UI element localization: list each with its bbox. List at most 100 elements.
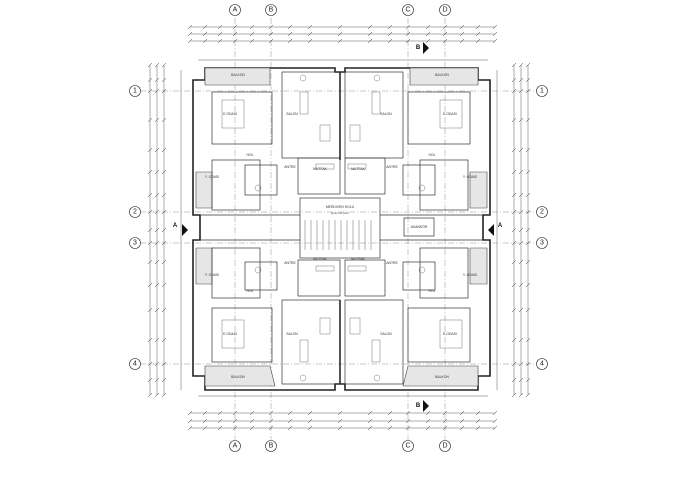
table-round-br: [373, 374, 381, 382]
dimension-tick: [161, 377, 167, 383]
axis-label-right-2: 2: [540, 209, 544, 216]
dimension-tick: [367, 24, 373, 30]
dimension-tick: [525, 209, 531, 215]
label-merdiven: MERDIVEN HOLÜ: [326, 205, 355, 209]
dimension-tick: [492, 38, 498, 44]
dimension-tick: [525, 240, 531, 246]
toilet-tr: [418, 184, 426, 192]
dimension-tick: [307, 38, 313, 44]
dimension-tick: [147, 88, 153, 94]
axis-label-left-2: 2: [133, 209, 137, 216]
section-a-right-arrow: [488, 224, 494, 236]
dimension-tick: [287, 31, 293, 37]
label-ebeveyn-tr: E.ODASI: [443, 112, 457, 116]
dining-table-bl: [319, 317, 331, 335]
dimension-tick: [154, 392, 160, 398]
label-yatak-tr: Y. ODASI: [463, 175, 477, 179]
label-mutfak-br: MUTFAK: [351, 257, 365, 261]
dimension-tick: [518, 307, 524, 313]
dimension-tick: [147, 377, 153, 383]
dimension-tick: [425, 31, 431, 37]
dimension-tick: [268, 31, 274, 37]
dimension-tick: [147, 227, 153, 233]
dimension-tick: [161, 392, 167, 398]
sofa-tl: [299, 91, 309, 115]
label-salon-tr: SALON: [380, 112, 392, 116]
dimension-tick: [268, 418, 274, 424]
dimension-tick: [161, 227, 167, 233]
dimension-tick: [511, 169, 517, 175]
kitchen-counter-bl: [315, 265, 335, 272]
dimension-tick: [387, 31, 393, 37]
furniture: [221, 74, 463, 382]
dimension-tick: [518, 227, 524, 233]
dimension-tick: [147, 169, 153, 175]
dimension-tick: [187, 31, 193, 37]
toilet-tl: [254, 184, 262, 192]
sofa-br: [371, 339, 381, 363]
dimension-tick: [217, 410, 223, 416]
dimension-tick: [459, 410, 465, 416]
dimension-tick: [442, 425, 448, 431]
dimension-tick: [511, 392, 517, 398]
dimension-tick: [268, 24, 274, 30]
axis-label-left-1: 1: [133, 88, 137, 95]
dimension-tick: [442, 31, 448, 37]
dimension-tick: [405, 38, 411, 44]
dimension-tick: [202, 24, 208, 30]
dimension-tick: [249, 31, 255, 37]
dimension-tick: [232, 425, 238, 431]
dimension-tick: [147, 77, 153, 83]
dimension-tick: [518, 192, 524, 198]
balcony-top-right: [409, 67, 479, 86]
toilet-bl: [254, 266, 262, 274]
dimension-tick: [525, 377, 531, 383]
dimension-tick: [154, 192, 160, 198]
axis-label-bottom-c: C: [405, 443, 410, 450]
dimension-tick: [518, 337, 524, 343]
dimension-tick: [518, 392, 524, 398]
label-ebeveyn-bl: E.ODASI: [223, 332, 237, 336]
dimension-tick: [492, 410, 498, 416]
dimension-tick: [511, 77, 517, 83]
dimension-tick: [405, 24, 411, 30]
label-ebeveyn-tl: E.ODASI: [223, 112, 237, 116]
dimension-lines-right: [496, 62, 531, 398]
dimension-tick: [147, 337, 153, 343]
dimension-tick: [154, 282, 160, 288]
dimension-tick: [161, 169, 167, 175]
dimension-tick: [154, 147, 160, 153]
label-hol-bl: HOL: [247, 289, 254, 293]
label-yatak-tl: Y. ODASI: [205, 175, 219, 179]
dimension-tick: [511, 209, 517, 215]
dimension-tick: [518, 361, 524, 367]
axis-label-top-d: D: [442, 7, 447, 14]
section-markers: B B A A: [173, 42, 503, 412]
dimension-tick: [525, 88, 531, 94]
dimension-tick: [511, 337, 517, 343]
dimension-tick: [367, 38, 373, 44]
label-salon-bl: SALON: [286, 332, 298, 336]
room-labels: BALKON BALKON BALKON BALKON E.ODASI E.OD…: [205, 73, 477, 379]
dimension-tick: [249, 24, 255, 30]
dimension-tick: [268, 425, 274, 431]
balcony-mid-right: [469, 171, 488, 209]
toilet-br: [418, 266, 426, 274]
dimension-tick: [161, 147, 167, 153]
dimension-tick: [525, 307, 531, 313]
label-balkon-br: BALKON: [435, 375, 449, 379]
dimension-tick: [518, 88, 524, 94]
dimension-tick: [217, 418, 223, 424]
dimension-tick: [187, 418, 193, 424]
dimension-tick: [442, 418, 448, 424]
dimension-tick: [405, 418, 411, 424]
dimension-tick: [492, 24, 498, 30]
axis-label-bottom-d: D: [442, 443, 447, 450]
axis-bubbles-left: 1 2 3 4: [129, 85, 141, 370]
dimension-tick: [518, 240, 524, 246]
dimension-tick: [287, 418, 293, 424]
dimension-tick: [202, 418, 208, 424]
dimension-tick: [307, 31, 313, 37]
dimension-tick: [161, 240, 167, 246]
dimension-tick: [475, 38, 481, 44]
